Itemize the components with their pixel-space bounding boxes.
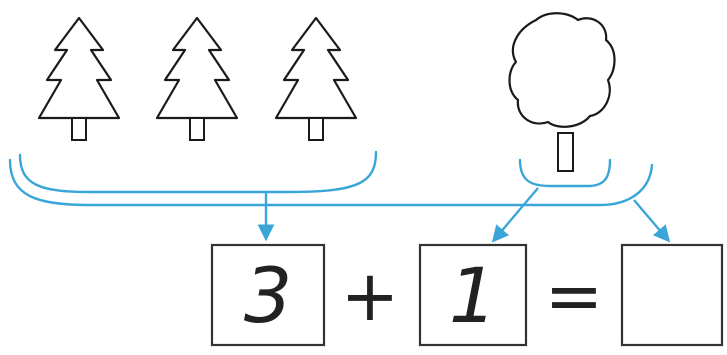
total-group-brace [8,158,654,207]
fir-tree-1 [37,16,121,142]
arrow-to-result-box [633,199,671,243]
result-box[interactable] [620,243,724,347]
right-group-brace [518,158,612,188]
left-group-brace [18,150,378,194]
second-addend-box [418,243,528,347]
arrow-to-second-box [491,187,539,243]
first-addend-box [210,243,326,347]
second-addend-text: 1 [449,251,497,340]
equals-sign: = [545,255,604,337]
deciduous-tree [508,12,616,172]
first-addend-text: 3 [244,251,292,340]
fir-tree-2 [155,16,239,142]
fir-tree-3 [274,16,358,142]
plus-sign: + [341,255,400,337]
